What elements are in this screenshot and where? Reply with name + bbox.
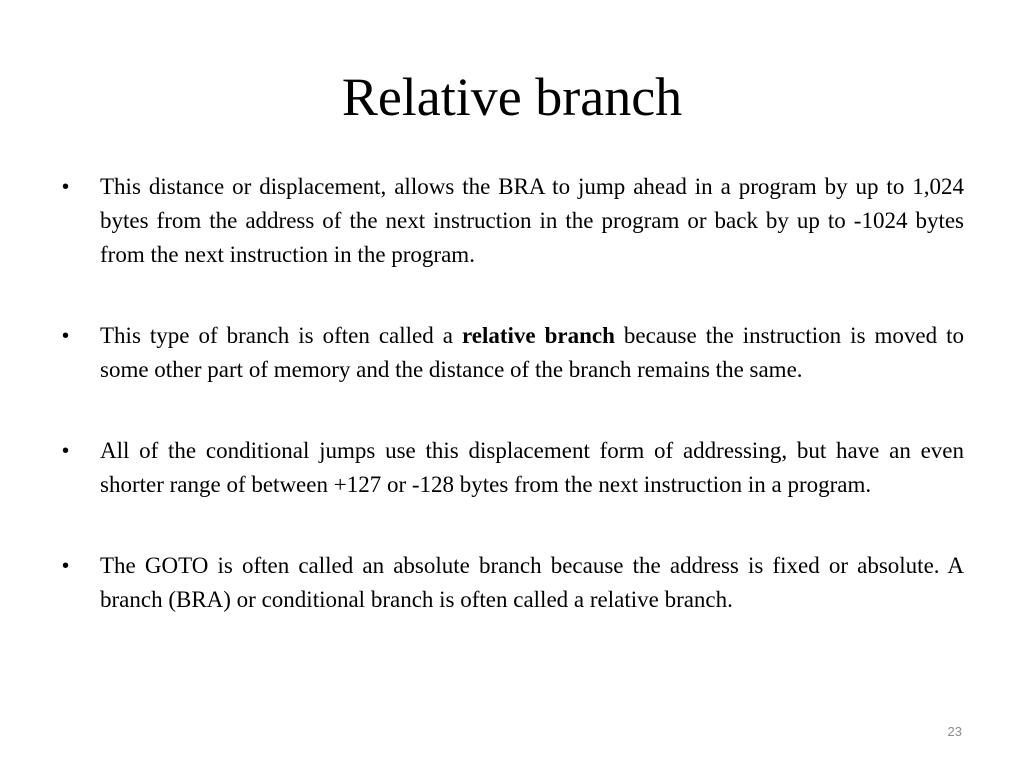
bullet-text-2-before: This type of branch is often called a — [100, 323, 462, 348]
bullet-text-3: All of the conditional jumps use this di… — [100, 438, 964, 497]
slide-title: Relative branch — [341, 67, 683, 127]
bullet-item-3: • All of the conditional jumps use this … — [62, 434, 964, 502]
bullet-marker: • — [62, 176, 70, 198]
bullet-list: • This distance or displacement, allows … — [62, 170, 964, 664]
bullet-text-2: This type of branch is often called a re… — [100, 323, 964, 382]
bullet-marker: • — [62, 440, 70, 462]
bullet-item-2: • This type of branch is often called a … — [62, 319, 964, 387]
bullet-item-1: • This distance or displacement, allows … — [62, 170, 964, 272]
bold-term-relative-branch: relative branch — [461, 323, 615, 348]
bullet-marker: • — [62, 555, 70, 577]
bullet-text-2-after: because the instruction is moved to some… — [100, 323, 965, 382]
slide-number: 23 — [947, 724, 962, 739]
bullet-marker: • — [62, 325, 70, 347]
bullet-text-4: The GOTO is often called an absolute bra… — [100, 553, 964, 612]
bullet-item-4: • The GOTO is often called an absolute b… — [62, 549, 964, 617]
bullet-text-1: This distance or displacement, allows th… — [100, 174, 964, 267]
